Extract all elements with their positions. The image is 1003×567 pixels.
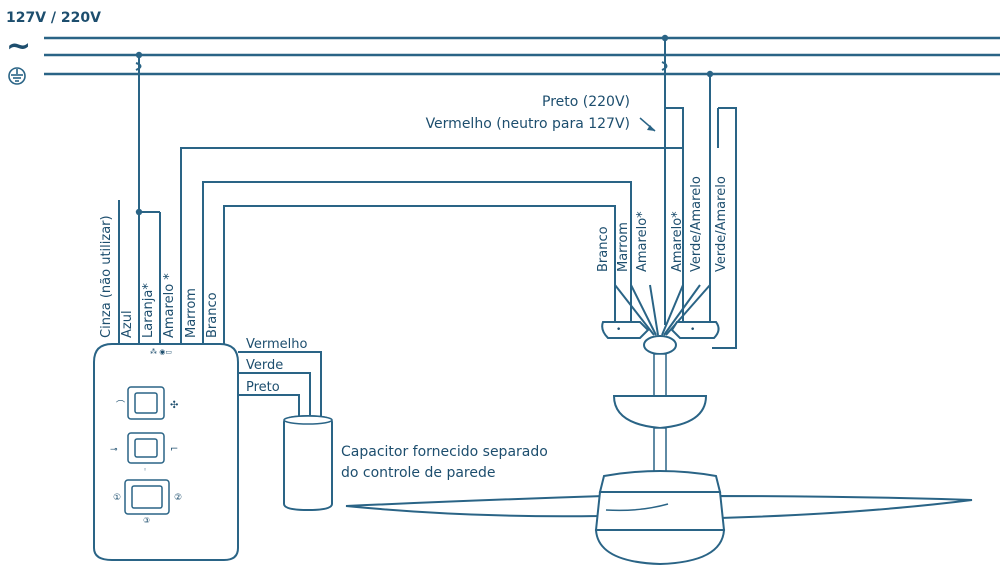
svg-text:•: • xyxy=(690,325,695,335)
ground-icon xyxy=(8,67,26,85)
svg-text:✣: ✣ xyxy=(170,400,178,411)
svg-text:①: ① xyxy=(113,493,121,503)
capacitor xyxy=(283,414,333,512)
wall-control: ⁂ ◉▭ ⌒ ✣ ⊸ ⌐ ◦ ① ② ③ xyxy=(93,343,239,561)
cap-wire-vermelho: Vermelho xyxy=(246,337,308,352)
supply-voltage-label: 127V / 220V xyxy=(6,10,101,26)
ac-symbol: ~ xyxy=(6,29,31,64)
capacitor-note-line1: Capacitor fornecido separado xyxy=(341,444,548,460)
wire-label-amarelo: Amarelo * xyxy=(162,273,177,338)
fan-supply-preto: Preto (220V) xyxy=(542,94,630,110)
fan-wire-marrom: Marrom xyxy=(616,222,631,272)
svg-text:⁂ ◉▭: ⁂ ◉▭ xyxy=(150,348,172,356)
cap-wire-preto: Preto xyxy=(246,380,280,395)
fan-supply-vermelho: Vermelho (neutro para 127V) xyxy=(426,116,630,132)
cap-wire-verde: Verde xyxy=(246,358,283,373)
wire-label-branco: Branco xyxy=(205,292,220,338)
svg-text:◦: ◦ xyxy=(143,466,147,474)
svg-text:⊸: ⊸ xyxy=(110,445,118,455)
wire-label-laranja: Laranja* xyxy=(141,283,156,338)
wire-label-cinza: Cinza (não utilizar) xyxy=(99,215,114,338)
fan-wire-verde-amarelo-2: Verde/Amarelo xyxy=(714,176,729,272)
fan-wire-verde-amarelo-1: Verde/Amarelo xyxy=(689,176,704,272)
svg-text:⌐: ⌐ xyxy=(170,444,178,455)
svg-text:③: ③ xyxy=(143,516,150,525)
fan-wire-branco: Branco xyxy=(596,226,611,272)
fan-wire-amarelo: Amarelo* xyxy=(635,211,650,272)
svg-text:⌒: ⌒ xyxy=(116,400,125,411)
capacitor-note-line2: do controle de parede xyxy=(341,465,495,481)
ceiling-fan: • • xyxy=(345,321,973,566)
wire-label-marrom: Marrom xyxy=(184,288,199,338)
svg-text:•: • xyxy=(616,325,621,335)
svg-text:②: ② xyxy=(174,493,182,503)
wire-label-azul: Azul xyxy=(120,310,135,338)
fan-wire-amarelo-2: Amarelo* xyxy=(670,211,685,272)
